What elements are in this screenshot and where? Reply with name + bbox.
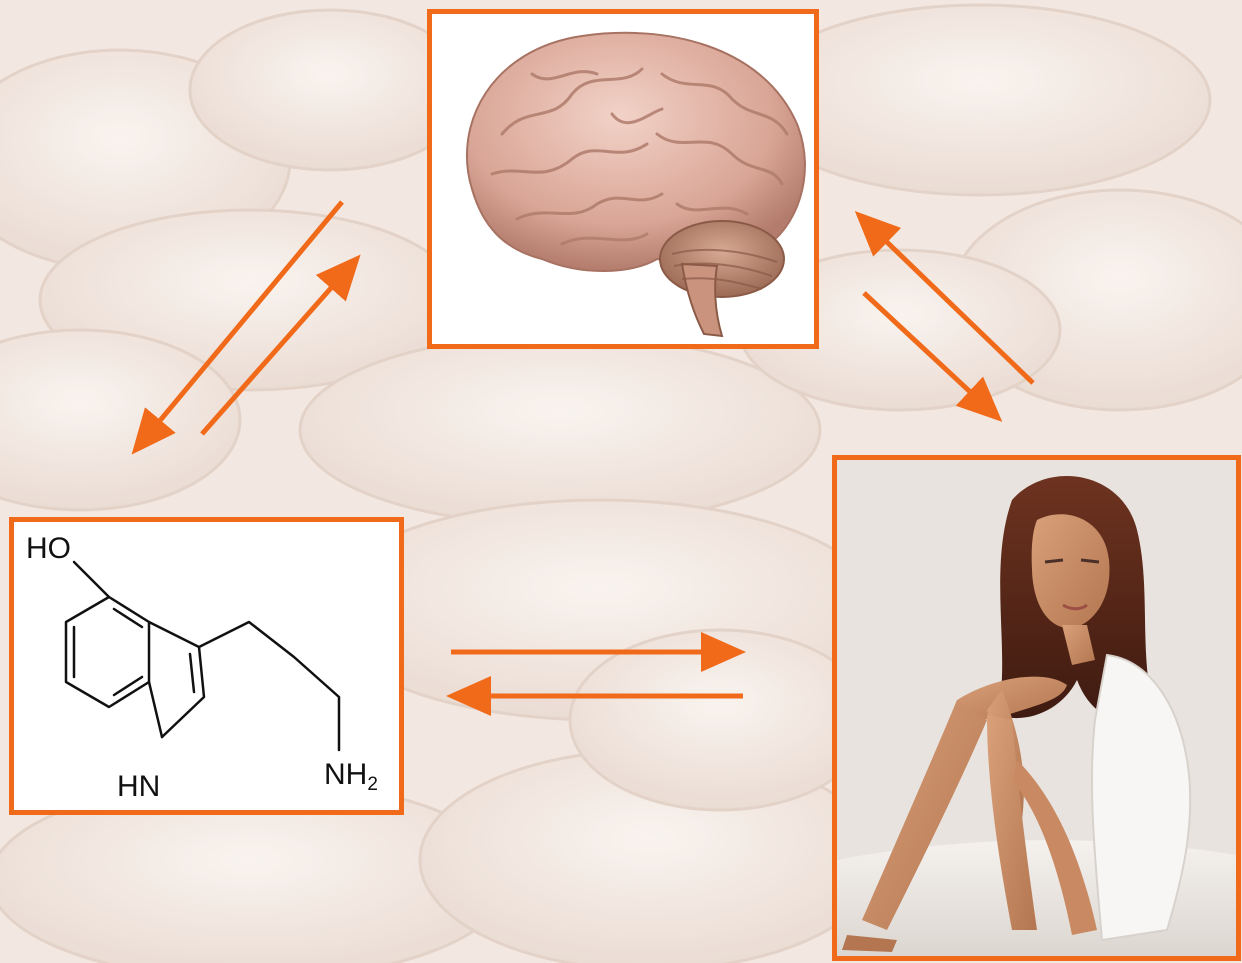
person-photo-box xyxy=(832,455,1241,961)
thin-woman-photo-icon xyxy=(837,460,1236,956)
serotonin-structure-box: HO HN NH2 xyxy=(9,517,404,815)
amine-label-main: NH xyxy=(324,758,367,791)
brain-box xyxy=(427,9,819,349)
hydroxyl-label: HO xyxy=(26,534,71,564)
brain-icon xyxy=(432,14,814,344)
indole-nh-label: HN xyxy=(117,772,160,802)
amine-label-subscript: 2 xyxy=(367,774,378,795)
amine-label: NH2 xyxy=(324,760,378,794)
